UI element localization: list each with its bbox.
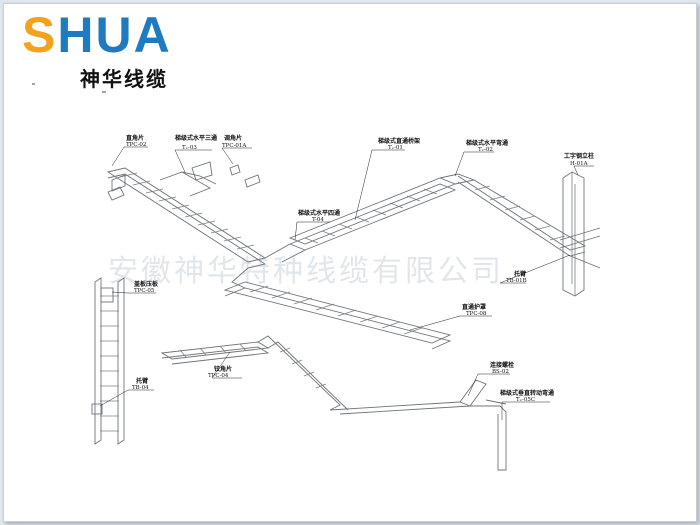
figure-frame: [3, 3, 697, 522]
label-name-9: 盖板压板: [134, 280, 159, 288]
label-code-7: T-04: [312, 217, 324, 223]
label-name-7: 梯级式水平四通: [298, 209, 340, 217]
label-name-11: 托臂: [136, 377, 148, 385]
i-beam-column: [559, 171, 601, 297]
label-name-12: 铰角片: [214, 365, 232, 373]
label-name-8: 托臂: [514, 270, 526, 278]
label-name-5: 梯级式水平弯通: [466, 139, 508, 147]
main-tray-assembly: [106, 167, 587, 350]
label-code-8: TB-01B: [506, 278, 527, 284]
logo-chinese-name: 神华线缆: [80, 67, 168, 91]
label-code-3: TPC-01A: [222, 143, 247, 149]
label-name-14: 梯级式垂直转动弯通: [500, 389, 554, 397]
company-watermark: 安徽神华特种线缆有限公司: [108, 254, 504, 289]
label-code-6: H-01A: [570, 161, 589, 167]
label-code-4: Tₓ-01: [388, 145, 403, 151]
label-code-12: TPC-04: [208, 373, 229, 379]
label-code-10: TPC-08: [466, 311, 487, 317]
part-labels: 直角片 TPC-02 梯级式水平三通 Tₓ-03 调角片 TPC-01A 梯级式…: [126, 134, 594, 403]
logo-wordmark: SHUA: [22, 7, 172, 63]
label-code-2: Tₓ-03: [182, 145, 197, 151]
label-code-5: Tₓ-02: [478, 147, 493, 153]
label-name-3: 调角片: [224, 134, 242, 142]
lower-tray-run: [160, 335, 507, 471]
label-code-13: BS-02: [492, 369, 509, 375]
vertical-ladder: [91, 277, 125, 445]
label-name-4: 梯级式直通桥架: [378, 137, 420, 145]
small-parts: [107, 161, 261, 201]
label-name-1: 直角片: [126, 134, 144, 142]
label-name-2: 梯级式水平三通: [175, 134, 217, 142]
leader-lines: [99, 146, 594, 420]
label-code-11: TB-04: [132, 385, 149, 391]
label-name-6: 工字钢立柱: [564, 152, 594, 160]
label-code-1: TPC-02: [126, 142, 146, 148]
label-code-9: TPC-05: [134, 288, 155, 294]
brand-logo: SHUA 神华线缆: [22, 7, 232, 91]
label-name-10: 直通护罩: [462, 303, 486, 311]
label-name-13: 连接螺栓: [490, 361, 514, 369]
label-code-14: Tₓ-05C: [516, 397, 535, 403]
